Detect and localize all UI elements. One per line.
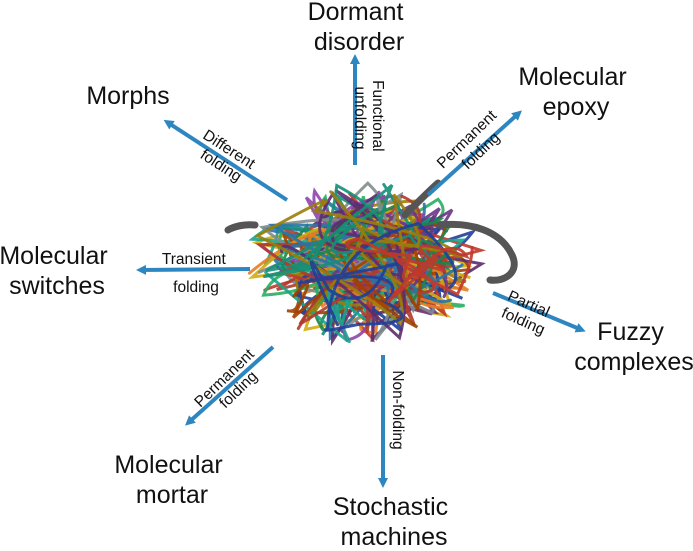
outcome-title-molecular-switches: Molecular switches: [0, 242, 115, 300]
svg-text:Different folding: Different folding: [190, 127, 262, 190]
protein-tail: [401, 179, 442, 219]
outcome-title-stochastic-machines: Stochastic machines: [333, 493, 455, 551]
protein-chain: [297, 221, 458, 332]
process-label-molecular-switches: Transient folding: [162, 251, 230, 296]
protein-chain: [254, 190, 464, 326]
outcome-title-molecular-epoxy: Molecular epoxy: [518, 63, 633, 121]
svg-text:Non-folding: Non-folding: [389, 370, 406, 449]
outcome-title-dormant-disorder: Dormant disorder: [308, 0, 411, 56]
arrow-fuzzy-complexes: [492, 291, 586, 333]
process-label-fuzzy-complexes: Partial folding: [498, 288, 556, 340]
svg-text:Functional unfolding: Functional unfolding: [351, 80, 386, 156]
outcome-title-morphs: Morphs: [86, 82, 169, 110]
arrow-molecular-epoxy: [426, 110, 522, 197]
arrow-molecular-switches: [136, 264, 251, 275]
outcome-title-molecular-mortar: Molecular mortar: [114, 451, 229, 509]
protein-chain: [344, 237, 474, 304]
svg-text:Permanent folding: Permanent folding: [434, 104, 516, 185]
protein-ensemble-icon: [224, 179, 518, 346]
arrow-molecular-mortar: [185, 345, 275, 426]
process-label-stochastic-machines: Non-folding: [389, 370, 406, 449]
process-label-molecular-epoxy: Permanent folding: [434, 104, 516, 185]
process-label-dormant-disorder: Functional unfolding: [351, 80, 386, 156]
svg-text:Transient folding: Transient folding: [162, 251, 230, 296]
protein-tail: [224, 221, 259, 234]
outcome-title-fuzzy-complexes: Fuzzy complexes: [574, 318, 693, 376]
protein-chain: [262, 183, 430, 290]
svg-text:Partial folding: Partial folding: [498, 288, 556, 340]
process-label-morphs: Different folding: [190, 127, 262, 190]
arrow-morphs: [163, 119, 289, 202]
protein-tail: [436, 220, 518, 284]
